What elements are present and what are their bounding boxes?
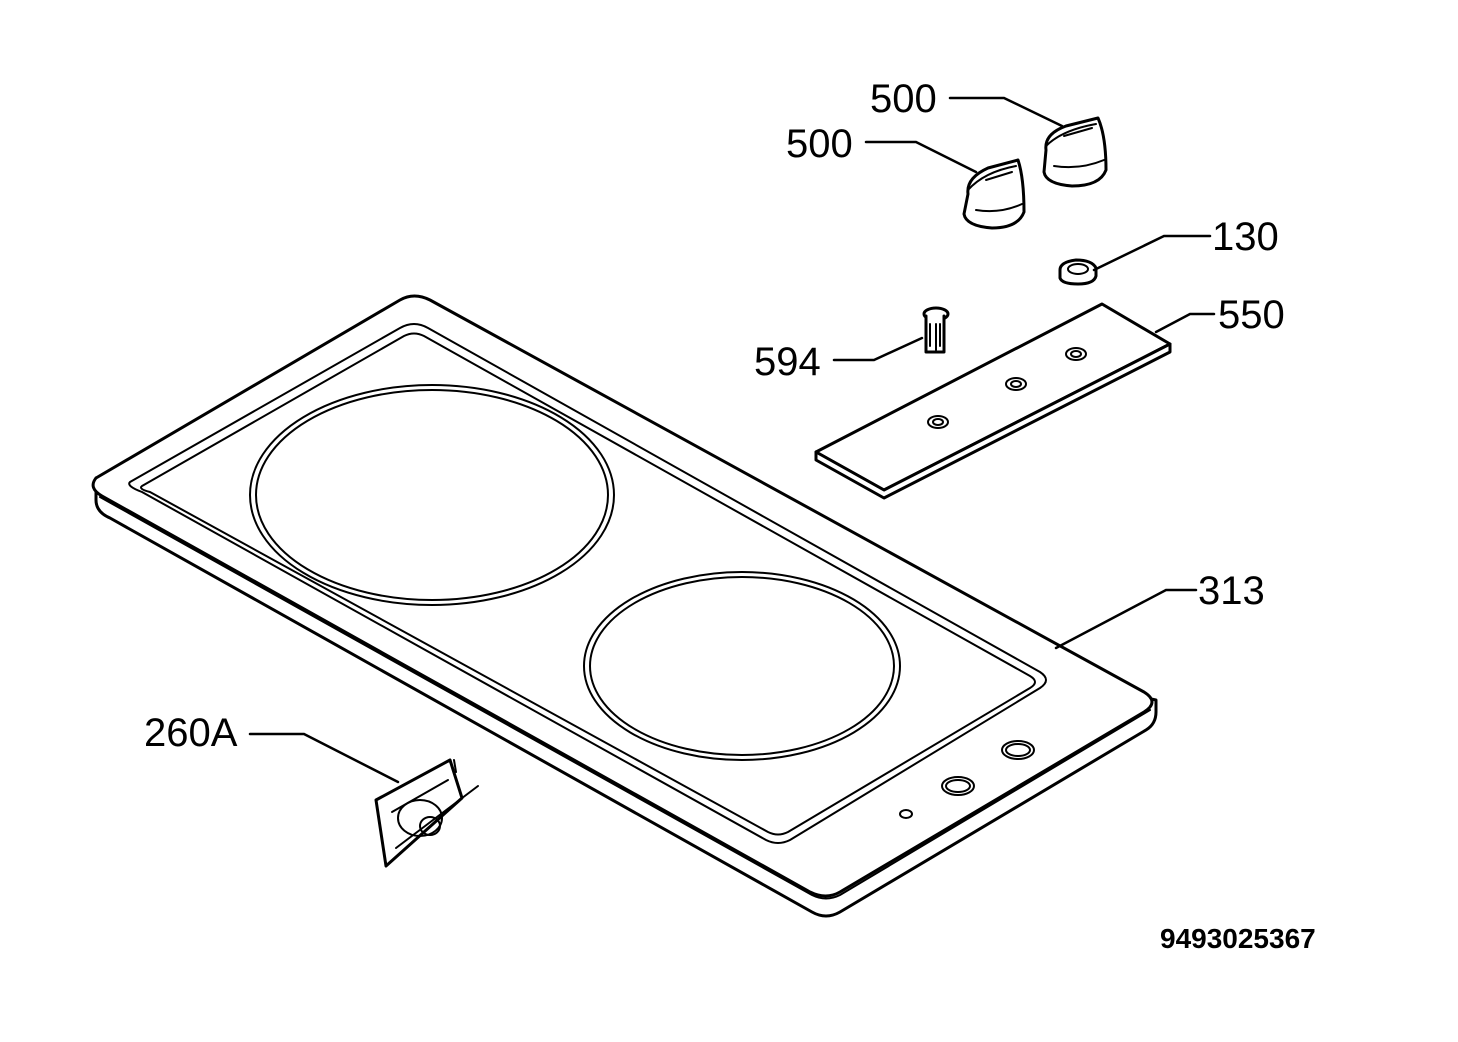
knob-hole: [941, 776, 975, 796]
control-bracket: [814, 302, 1172, 500]
part-label-nut: 130: [1212, 215, 1279, 259]
part-label-bracket: 550: [1218, 293, 1285, 337]
control-knob: [1042, 116, 1108, 188]
fixing-clip: [374, 758, 479, 868]
part-label-pin: 594: [754, 340, 821, 384]
small-cooking-zone: [583, 571, 901, 761]
indicator-hole: [899, 809, 913, 819]
part-label-clip: 260A: [144, 711, 238, 755]
hob-glass-top: [91, 294, 1158, 918]
part-label-hob: 313: [1198, 569, 1265, 613]
part-label-knob: 500: [786, 122, 853, 166]
knob-hole: [1001, 740, 1035, 760]
nut: [1058, 258, 1098, 286]
large-cooking-zone: [249, 384, 615, 606]
control-knob: [962, 158, 1026, 230]
pin: [922, 306, 950, 354]
part-label-knob: 500: [870, 77, 937, 121]
document-number: 9493025367: [1160, 923, 1316, 954]
